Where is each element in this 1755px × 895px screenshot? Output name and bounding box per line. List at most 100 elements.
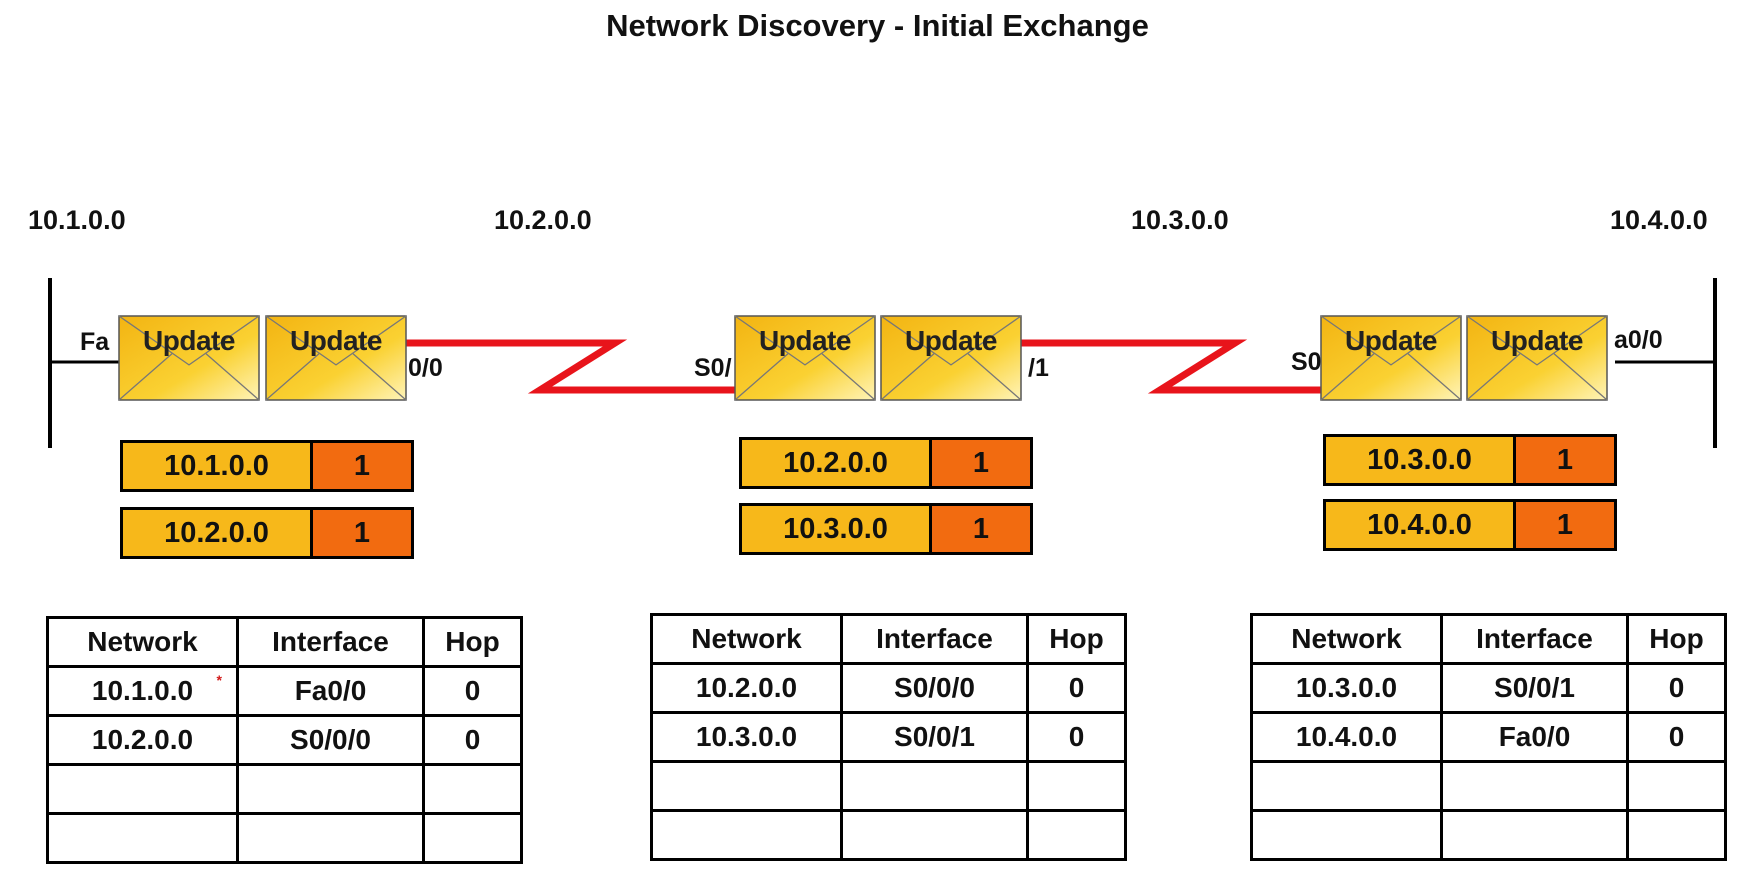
network-label-1: 10.1.0.0 xyxy=(28,205,126,235)
table-cell-network: 10.3.0.0 xyxy=(1250,662,1443,714)
interface-label-r3-lan: a0/0 xyxy=(1614,326,1663,354)
table-cell-hop xyxy=(422,812,523,864)
table-row: 10.1.0.0 * Fa0/0 0 xyxy=(46,665,523,717)
diagram-title: Network Discovery - Initial Exchange xyxy=(606,8,1149,43)
column-header: Hop xyxy=(422,616,523,668)
update-entry: 10.2.0.0 1 xyxy=(120,507,414,559)
table-cell-network xyxy=(46,812,239,864)
column-header: Network xyxy=(1250,613,1443,665)
update-entry: 10.4.0.0 1 xyxy=(1323,499,1617,551)
update-label: Update xyxy=(1345,325,1437,356)
table-cell-network: 10.2.0.0 xyxy=(46,714,239,766)
table-cell-interface: S0/0/0 xyxy=(840,662,1029,714)
red-asterisk-marker: * xyxy=(216,672,222,688)
table-cell-interface: Fa0/0 xyxy=(236,665,425,717)
update-entry: 10.2.0.0 1 xyxy=(739,437,1033,489)
table-cell-interface xyxy=(840,760,1029,812)
table-cell-network xyxy=(650,809,843,861)
column-header: Interface xyxy=(1440,613,1629,665)
table-row xyxy=(650,760,1127,812)
table-row xyxy=(650,809,1127,861)
table-row xyxy=(46,812,523,864)
table-cell-hop: 0 xyxy=(422,665,523,717)
table-row: 10.3.0.0 S0/0/1 0 xyxy=(1250,662,1727,714)
column-header: Network xyxy=(46,616,239,668)
update-label: Update xyxy=(1491,325,1583,356)
update-entry-network: 10.4.0.0 xyxy=(1326,502,1516,548)
interface-label-r3-left: S0 xyxy=(1291,348,1322,376)
interface-label-r2-left: S0/ xyxy=(694,354,732,382)
column-header: Network xyxy=(650,613,843,665)
table-header-row: Network Interface Hop xyxy=(1250,613,1727,665)
table-row xyxy=(1250,809,1727,861)
table-row xyxy=(46,763,523,815)
table-cell-network: 10.3.0.0 xyxy=(650,711,843,763)
table-cell-interface: Fa0/0 xyxy=(1440,711,1629,763)
table-row: 10.2.0.0 S0/0/0 0 xyxy=(650,662,1127,714)
update-entry-network: 10.3.0.0 xyxy=(1326,437,1516,483)
table-cell-hop xyxy=(1026,809,1127,861)
update-entry-hop: 1 xyxy=(1516,502,1614,548)
update-envelope-icon: Update xyxy=(1466,315,1608,401)
update-envelope-icon: Update xyxy=(880,315,1022,401)
update-entry-hop: 1 xyxy=(313,510,411,556)
table-cell-interface xyxy=(1440,760,1629,812)
serial-link-10-3 xyxy=(1020,339,1330,394)
network-value: 10.1.0.0 xyxy=(91,675,194,706)
table-cell-network: 10.4.0.0 xyxy=(1250,711,1443,763)
table-cell-network xyxy=(1250,809,1443,861)
update-entry: 10.3.0.0 1 xyxy=(739,503,1033,555)
table-cell-network xyxy=(650,760,843,812)
table-cell-hop xyxy=(1626,760,1727,812)
update-envelope-icon: Update xyxy=(265,315,407,401)
table-cell-hop xyxy=(1626,809,1727,861)
table-cell-network: 10.2.0.0 xyxy=(650,662,843,714)
update-label: Update xyxy=(143,325,235,356)
update-entry: 10.1.0.0 1 xyxy=(120,440,414,492)
update-entry-network: 10.3.0.0 xyxy=(742,506,932,552)
routing-table-r2: Network Interface Hop 10.2.0.0 S0/0/0 0 … xyxy=(650,613,1127,861)
table-cell-hop xyxy=(1026,760,1127,812)
table-cell-hop: 0 xyxy=(1626,711,1727,763)
table-cell-network: 10.1.0.0 * xyxy=(46,665,239,717)
table-cell-interface xyxy=(1440,809,1629,861)
table-row: 10.2.0.0 S0/0/0 0 xyxy=(46,714,523,766)
update-entry-network: 10.1.0.0 xyxy=(123,443,313,489)
table-cell-hop xyxy=(422,763,523,815)
table-row xyxy=(1250,760,1727,812)
table-cell-interface: S0/0/0 xyxy=(236,714,425,766)
table-cell-hop: 0 xyxy=(422,714,523,766)
routing-table-r1: Network Interface Hop 10.1.0.0 * Fa0/0 0… xyxy=(46,616,523,864)
network-label-3: 10.3.0.0 xyxy=(1131,205,1229,235)
column-header: Hop xyxy=(1026,613,1127,665)
table-header-row: Network Interface Hop xyxy=(650,613,1127,665)
update-entry-hop: 1 xyxy=(932,506,1030,552)
update-entry-hop: 1 xyxy=(1516,437,1614,483)
table-cell-interface: S0/0/1 xyxy=(1440,662,1629,714)
network-label-2: 10.2.0.0 xyxy=(494,205,592,235)
serial-link-10-2 xyxy=(400,339,740,394)
update-entry-hop: 1 xyxy=(932,440,1030,486)
interface-label-r1-wan: 0/0 xyxy=(408,354,443,382)
table-cell-interface xyxy=(236,763,425,815)
update-entry-hop: 1 xyxy=(313,443,411,489)
interface-label-r2-right: /1 xyxy=(1028,354,1049,382)
update-label: Update xyxy=(290,325,382,356)
column-header: Interface xyxy=(840,613,1029,665)
update-label: Update xyxy=(759,325,851,356)
table-cell-interface xyxy=(236,812,425,864)
update-label: Update xyxy=(905,325,997,356)
table-cell-hop: 0 xyxy=(1626,662,1727,714)
table-cell-network xyxy=(1250,760,1443,812)
table-cell-hop: 0 xyxy=(1026,711,1127,763)
update-entry-network: 10.2.0.0 xyxy=(123,510,313,556)
interface-label-r1-lan: Fa xyxy=(80,328,110,356)
table-header-row: Network Interface Hop xyxy=(46,616,523,668)
column-header: Interface xyxy=(236,616,425,668)
update-envelope-icon: Update xyxy=(1320,315,1462,401)
table-cell-network xyxy=(46,763,239,815)
network-label-4: 10.4.0.0 xyxy=(1610,205,1708,235)
table-cell-interface xyxy=(840,809,1029,861)
update-entry: 10.3.0.0 1 xyxy=(1323,434,1617,486)
